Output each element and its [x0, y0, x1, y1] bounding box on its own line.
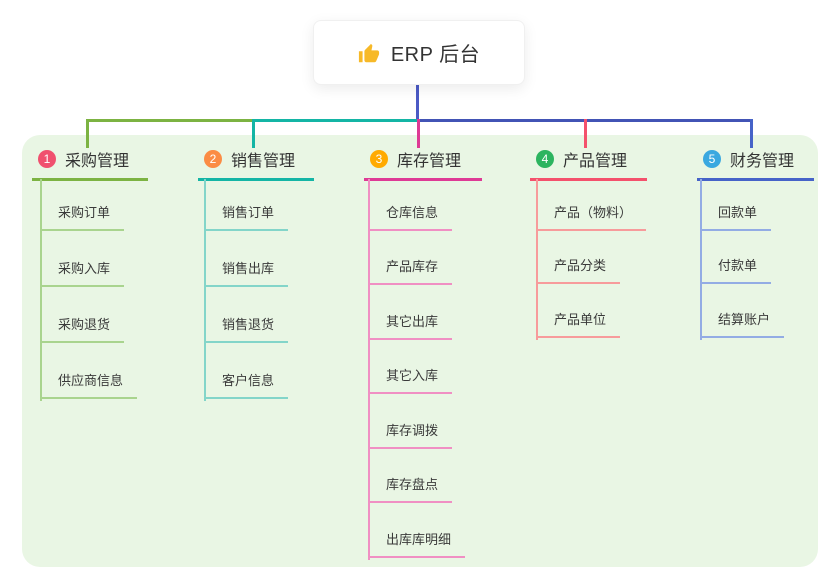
- branch-title: 财务管理: [730, 153, 795, 170]
- child-slot: 产品分类: [536, 231, 716, 284]
- child-node[interactable]: 产品（物料）: [536, 202, 647, 231]
- child-slot: 结算账户: [700, 284, 839, 338]
- branch-children-column-4: 产品（物料） 产品分类产品单位: [536, 179, 716, 340]
- bus-segment-teal: [252, 119, 420, 122]
- branch-node-1[interactable]: 1 采购管理: [32, 147, 148, 181]
- child-slot: 回款单: [700, 179, 839, 231]
- child-node[interactable]: 产品库存: [368, 256, 453, 285]
- child-node[interactable]: 结算账户: [700, 309, 785, 338]
- child-node[interactable]: 销售退货: [204, 314, 289, 343]
- child-node[interactable]: 其它入库: [368, 365, 453, 394]
- child-node[interactable]: 产品分类: [536, 255, 621, 284]
- child-slot: 销售订单: [204, 179, 384, 231]
- child-slot: 采购入库: [40, 231, 220, 287]
- branch-node-2[interactable]: 2 销售管理: [198, 147, 314, 181]
- branch-drop-connector-1: [86, 119, 89, 148]
- children-connector-line: [40, 179, 42, 401]
- branch-title: 产品管理: [563, 153, 628, 170]
- child-slot: 库存盘点: [368, 449, 548, 503]
- child-slot: 销售退货: [204, 287, 384, 343]
- child-slot: 库存调拨: [368, 394, 548, 449]
- branch-number-badge: 4: [536, 150, 554, 168]
- child-node[interactable]: 销售出库: [204, 258, 289, 287]
- root-node-label: ERP 后台: [390, 44, 481, 66]
- branch-drop-connector-3: [417, 119, 420, 148]
- child-node[interactable]: 付款单: [700, 255, 772, 284]
- branch-drop-connector-5: [750, 119, 753, 148]
- branch-node-5[interactable]: 5 财务管理: [697, 147, 814, 181]
- branch-drop-connector-2: [252, 119, 255, 148]
- branch-number-badge: 3: [370, 150, 388, 168]
- child-slot: 销售出库: [204, 231, 384, 287]
- child-node[interactable]: 仓库信息: [368, 202, 453, 231]
- child-node[interactable]: 出库库明细: [368, 529, 466, 558]
- children-connector-line: [700, 179, 702, 340]
- child-slot: 其它入库: [368, 340, 548, 394]
- child-slot: 采购订单: [40, 179, 220, 231]
- child-slot: 采购退货: [40, 287, 220, 343]
- branch-node-3[interactable]: 3 库存管理: [364, 147, 482, 181]
- child-slot: 其它出库: [368, 285, 548, 340]
- branch-children-column-3: 仓库信息产品库存其它出库其它入库库存调拨库存盘点出库库明细: [368, 179, 548, 560]
- bus-segment-green: [86, 119, 255, 122]
- branch-title: 库存管理: [397, 153, 462, 170]
- branch-title: 采购管理: [65, 153, 130, 170]
- child-slot: 产品库存: [368, 231, 548, 285]
- child-node[interactable]: 库存盘点: [368, 474, 453, 503]
- child-node[interactable]: 库存调拨: [368, 420, 453, 449]
- child-node[interactable]: 供应商信息: [40, 370, 138, 399]
- branch-number-badge: 5: [703, 150, 721, 168]
- child-node[interactable]: 采购退货: [40, 314, 125, 343]
- child-node[interactable]: 产品单位: [536, 309, 621, 338]
- child-node[interactable]: 销售订单: [204, 202, 289, 231]
- branch-number-badge: 1: [38, 150, 56, 168]
- branch-node-4[interactable]: 4 产品管理: [530, 147, 647, 181]
- branch-children-column-1: 采购订单采购入库采购退货供应商信息: [40, 179, 220, 401]
- thumbs-up-icon: [358, 43, 379, 62]
- branch-title: 销售管理: [231, 153, 296, 170]
- child-node[interactable]: 采购订单: [40, 202, 125, 231]
- child-slot: 出库库明细: [368, 503, 548, 558]
- children-connector-line: [368, 179, 370, 560]
- child-slot: 产品（物料）: [536, 179, 716, 231]
- child-node[interactable]: 客户信息: [204, 370, 289, 399]
- children-connector-line: [204, 179, 206, 401]
- child-slot: 仓库信息: [368, 179, 548, 231]
- children-connector-line: [536, 179, 538, 340]
- child-slot: 产品单位: [536, 284, 716, 338]
- branch-drop-connector-4: [584, 119, 587, 148]
- child-node[interactable]: 其它出库: [368, 311, 453, 340]
- branch-children-column-5: 回款单付款单结算账户: [700, 179, 839, 340]
- branches-panel: [22, 135, 818, 567]
- child-node[interactable]: 采购入库: [40, 258, 125, 287]
- child-slot: 供应商信息: [40, 343, 220, 399]
- child-slot: 付款单: [700, 231, 839, 284]
- root-node[interactable]: ERP 后台: [313, 20, 525, 85]
- branch-number-badge: 2: [204, 150, 222, 168]
- root-stem-connector: [416, 82, 419, 121]
- child-node[interactable]: 回款单: [700, 202, 772, 231]
- branch-children-column-2: 销售订单销售出库销售退货客户信息: [204, 179, 384, 401]
- child-slot: 客户信息: [204, 343, 384, 399]
